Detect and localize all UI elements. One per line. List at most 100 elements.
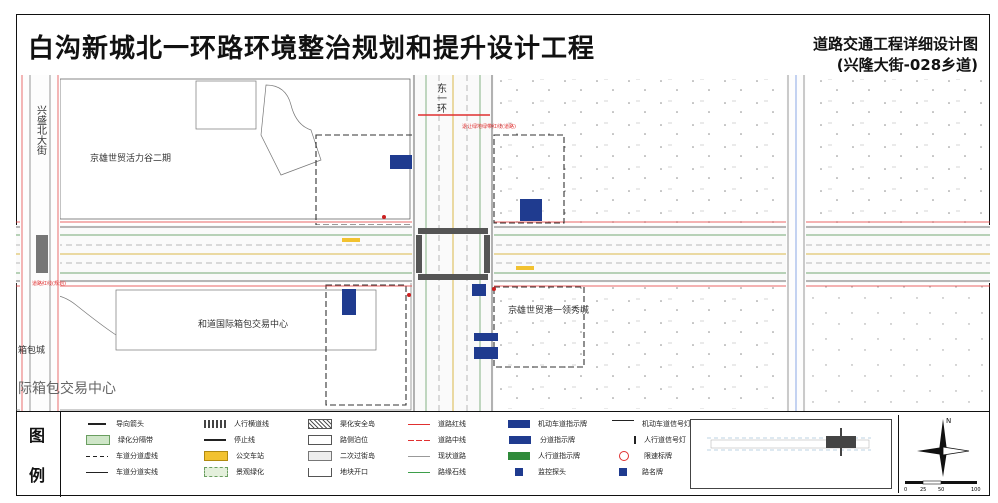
legend-item-label: 监控探头 <box>538 468 566 476</box>
bus-stop-icon <box>516 266 534 270</box>
block-upper-right <box>494 79 784 224</box>
sign-blue-icon <box>472 284 486 296</box>
legend-item: 渠化安全岛 <box>308 418 375 430</box>
planning-boundaries <box>493 134 585 368</box>
legend-item-label: 停止线 <box>234 436 255 444</box>
label-road-top: 东一环 <box>435 82 447 114</box>
legend-item-label: 渠化安全岛 <box>340 420 375 428</box>
crosswalk-icon <box>204 420 226 428</box>
legend-item-label: 景观绿化 <box>236 468 264 476</box>
solid-icon <box>86 468 108 476</box>
sign-blue-icon <box>474 333 498 341</box>
legend-item-label: 路缘石线 <box>438 468 466 476</box>
legend-item-label: 机动车道信号灯 <box>642 420 691 428</box>
sign-blue-icon <box>520 199 542 221</box>
sign-blue-icon <box>390 155 412 169</box>
legend-item-label: 车道分道虚线 <box>116 452 158 460</box>
stop-icon <box>204 436 226 444</box>
name-icon <box>619 468 627 476</box>
main-road-horizontal <box>16 221 990 287</box>
legend-item-label: 限速标牌 <box>644 452 672 460</box>
scale-tick: 50 <box>938 487 944 493</box>
label-red-note-left: 道路红线(规划) <box>32 280 66 287</box>
legend-item-label: 现状道路 <box>438 452 466 460</box>
legend-heading: 图 例 <box>16 412 61 497</box>
label-road-left: 兴盛北大街 <box>35 105 47 156</box>
legend-item: 道路红线 <box>408 418 466 430</box>
block-far-right-upper <box>806 79 986 224</box>
guide-signs <box>342 155 542 359</box>
legend-item: 公交车站 <box>204 450 264 462</box>
road-vertical-right <box>786 75 806 411</box>
centerline-icon <box>408 436 430 444</box>
signal-icon <box>492 287 496 291</box>
legend-item-label: 公交车站 <box>236 452 264 460</box>
intersection-crosswalks <box>36 228 490 280</box>
label-district-lower-right: 京雄世贸港一领秀城 <box>508 304 589 316</box>
drawing-title: 白沟新城北一环路环境整治规划和提升设计工程 <box>28 34 596 64</box>
sign-walk-icon <box>508 452 530 460</box>
legend-item: 导向箭头 <box>86 418 144 430</box>
bus-stop-icon <box>342 238 360 242</box>
island-icon <box>308 419 332 429</box>
legend-item-label: 路侧泊位 <box>340 436 368 444</box>
label-partial-lower: 际箱包交易中心 <box>18 380 116 397</box>
sign-blue-icon <box>342 289 356 315</box>
landscape-icon <box>204 467 228 477</box>
legend-item-label: 车道分道实线 <box>116 468 158 476</box>
legend-item: 现状道路 <box>408 450 466 462</box>
legend-item: 景观绿化 <box>204 466 264 478</box>
arrow-icon <box>86 420 108 428</box>
camera-icon <box>515 468 523 476</box>
speed-icon <box>619 451 629 461</box>
parking-icon <box>308 435 332 445</box>
north-label: N <box>946 417 951 425</box>
existing-icon <box>408 452 430 460</box>
legend-item: 路侧泊位 <box>308 434 368 446</box>
redline-icon <box>408 420 430 428</box>
legend-item-label: 人行道信号灯 <box>644 436 686 444</box>
signal-icon <box>612 419 634 429</box>
traffic-signals <box>382 215 496 297</box>
scale-bar: 0 25 50 100 <box>904 480 981 493</box>
district-upper-left <box>59 78 427 226</box>
ped-signal-icon <box>612 436 636 444</box>
bus-stops <box>342 238 534 270</box>
legend-item: 路名牌 <box>612 466 663 478</box>
sign-lane-icon <box>508 435 532 445</box>
legend-item: 路缘石线 <box>408 466 466 478</box>
legend-item: 机动车道信号灯 <box>612 418 691 430</box>
signal-icon <box>382 215 386 219</box>
north-arrow-icon: N 0 25 50 100 <box>904 417 981 493</box>
legend-item: 监控探头 <box>508 466 566 478</box>
legend-item: 车道分道实线 <box>86 466 158 478</box>
signal-icon <box>407 293 411 297</box>
label-partial-upper: 箱包城 <box>18 344 45 356</box>
label-red-note-top: 退让绿地绿带红线(道路) <box>462 123 516 130</box>
legend-heading-bottom: 例 <box>29 466 46 485</box>
subtitle-line1: 道路交通工程详细设计图 <box>812 35 978 53</box>
sign-blue-icon <box>474 347 498 359</box>
drawing-subtitle: 道路交通工程详细设计图 (兴隆大街-028乡道) <box>813 34 978 76</box>
bus-icon <box>204 451 228 461</box>
legend-item: 人行道信号灯 <box>612 434 686 446</box>
location-inset-map <box>690 419 892 489</box>
legend-item: 车道分道虚线 <box>86 450 158 462</box>
sign-blue-icon <box>508 420 530 428</box>
scale-tick: 25 <box>920 487 926 493</box>
legend-item-label: 二次过街岛 <box>340 452 375 460</box>
legend-item-label: 道路中线 <box>438 436 466 444</box>
legend-item: 停止线 <box>204 434 255 446</box>
legend-item: 分道指示牌 <box>508 434 575 446</box>
legend-item-label: 导向箭头 <box>116 420 144 428</box>
legend-heading-top: 图 <box>29 426 46 445</box>
opening-icon <box>308 467 332 477</box>
legend-item: 地块开口 <box>308 466 368 478</box>
label-district-upper-left: 京雄世贸活力谷二期 <box>90 152 171 164</box>
label-district-lower-middle: 和道国际箱包交易中心 <box>198 318 288 330</box>
legend-item-label: 机动车道指示牌 <box>538 420 587 428</box>
dashed-icon <box>86 452 108 460</box>
refuge-icon <box>308 451 332 461</box>
legend-item-label: 道路红线 <box>438 420 466 428</box>
legend-item: 绿化分隔带 <box>86 434 153 446</box>
